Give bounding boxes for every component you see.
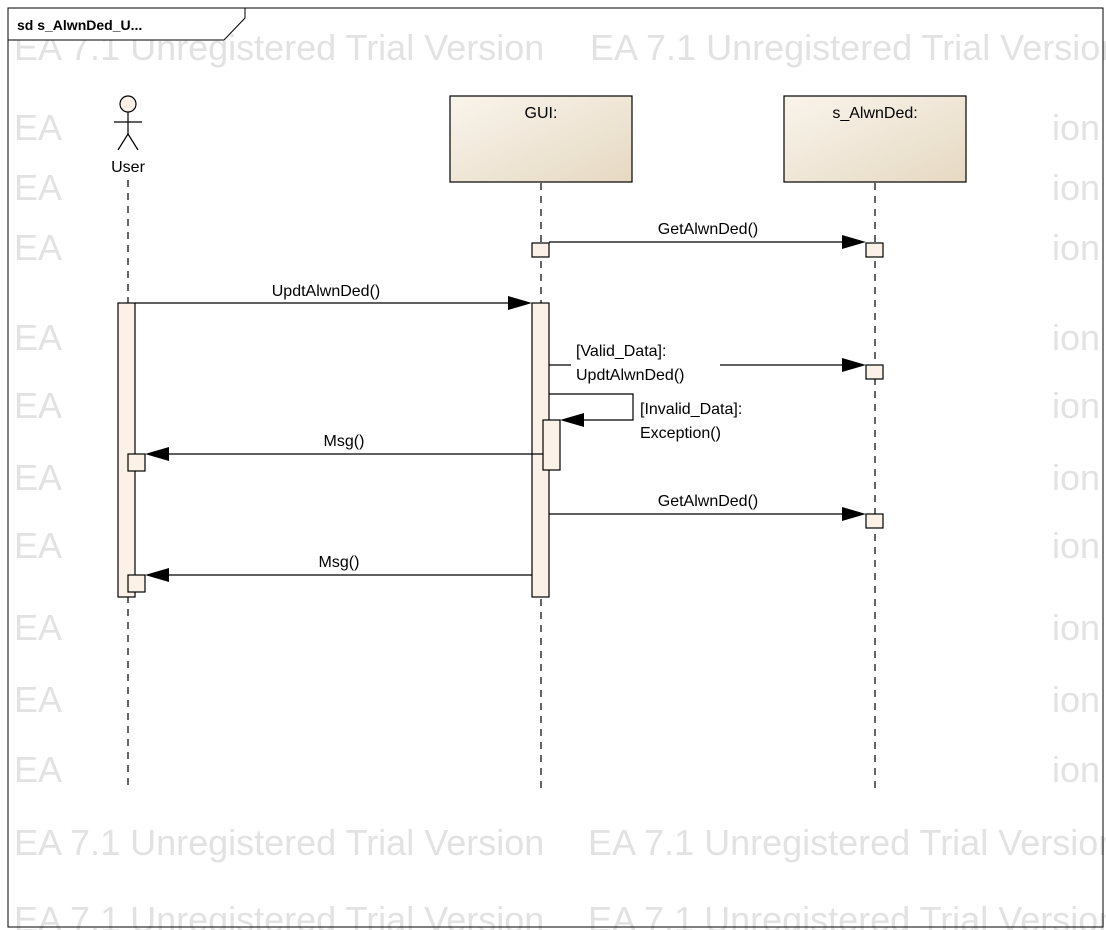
watermark-right-fragment: ion (1052, 385, 1100, 426)
alwn-lifeline-box (783, 95, 967, 183)
watermark-row-top-right: EA 7.1 Unregistered Trial Version (590, 27, 1106, 68)
watermark-right-fragment: ion (1052, 227, 1100, 268)
message-2-arrowhead (508, 296, 532, 310)
message-3-arrowhead (842, 358, 866, 372)
watermark-right-fragment: ion (1052, 457, 1100, 498)
frame-tab (7, 7, 246, 41)
watermark-left-fragment: EA (14, 525, 62, 566)
watermark-row-2-left: EA 7.1 Unregistered Trial Version (14, 899, 544, 930)
watermark-left-fragment: EA (14, 167, 62, 208)
watermark-left-fragment: EA (14, 385, 62, 426)
message-7-label: Msg() (319, 554, 360, 571)
user-actor-leg-left (117, 133, 129, 151)
watermark-right-fragments: ion ion ion ion ion ion ion ion ion ion (1052, 107, 1100, 790)
watermark-row-1-left: EA 7.1 Unregistered Trial Version (14, 822, 544, 863)
watermark-row-1-right: EA 7.1 Unregistered Trial Version (588, 822, 1106, 863)
user-activation-square-1 (127, 453, 146, 472)
gui-nested-activation-bar (542, 419, 561, 471)
watermark-right-fragment: ion (1052, 317, 1100, 358)
message-5-label: Msg() (324, 433, 365, 450)
alwn-activation-square-3 (865, 513, 884, 529)
message-4-self-loop (549, 393, 634, 421)
watermark-left-fragment: EA (14, 457, 62, 498)
watermark-left-fragment: EA (14, 749, 62, 790)
watermark-left-fragment: EA (14, 607, 62, 648)
user-actor-label: User (111, 159, 145, 176)
alwn-activation-square-2 (865, 364, 884, 380)
message-1-label: GetAlwnDed() (658, 221, 758, 238)
watermark-right-fragment: ion (1052, 107, 1100, 148)
message-3-label-line2: UpdtAlwnDed() (576, 367, 684, 384)
message-7-arrowhead (145, 568, 169, 582)
watermark-right-fragment: ion (1052, 749, 1100, 790)
alwn-activation-square-1 (865, 242, 884, 258)
message-6-arrowhead (842, 507, 866, 521)
message-6-label: GetAlwnDed() (658, 493, 758, 510)
watermark-right-fragment: ion (1052, 525, 1100, 566)
user-actor-head (119, 95, 137, 113)
message-4-label-line1: [Invalid_Data]: (640, 401, 742, 418)
gui-lifeline-box (449, 95, 633, 183)
watermark-right-fragment: ion (1052, 167, 1100, 208)
watermark-right-fragment: ion (1052, 679, 1100, 720)
user-activation-square-2 (127, 574, 146, 593)
user-actor: User (111, 95, 146, 176)
alwn-lifeline-label: s_AlwnDed: (832, 105, 917, 122)
watermark-left-fragment: EA (14, 107, 62, 148)
watermark-left-fragment: EA (14, 227, 62, 268)
watermark-left-fragment: EA (14, 679, 62, 720)
watermark-left-fragments: EA EA EA EA EA EA EA EA EA EA (14, 107, 62, 790)
diagram-frame (7, 7, 1104, 928)
user-actor-leg-right (127, 133, 139, 151)
message-5-arrowhead (145, 447, 169, 461)
user-activation-bar (117, 302, 136, 598)
message-1-arrowhead (842, 235, 866, 249)
watermark-left-fragment: EA (14, 317, 62, 358)
watermark-row-2-right: EA 7.1 Unregistered Trial Version (588, 899, 1106, 930)
gui-lifeline-label: GUI: (525, 105, 558, 122)
gui-activation-square-1 (531, 242, 550, 258)
message-4-arrowhead (560, 413, 584, 427)
message-4-label-line2: Exception() (640, 425, 721, 442)
watermark-layer: EA 7.1 Unregistered Trial Version EA 7.1… (14, 27, 1106, 930)
watermark-right-fragment: ion (1052, 607, 1100, 648)
message-3-label-line1: [Valid_Data]: (576, 343, 666, 360)
message-2-label: UpdtAlwnDed() (272, 283, 380, 300)
frame-label: sd s_AlwnDed_U... (17, 17, 142, 33)
